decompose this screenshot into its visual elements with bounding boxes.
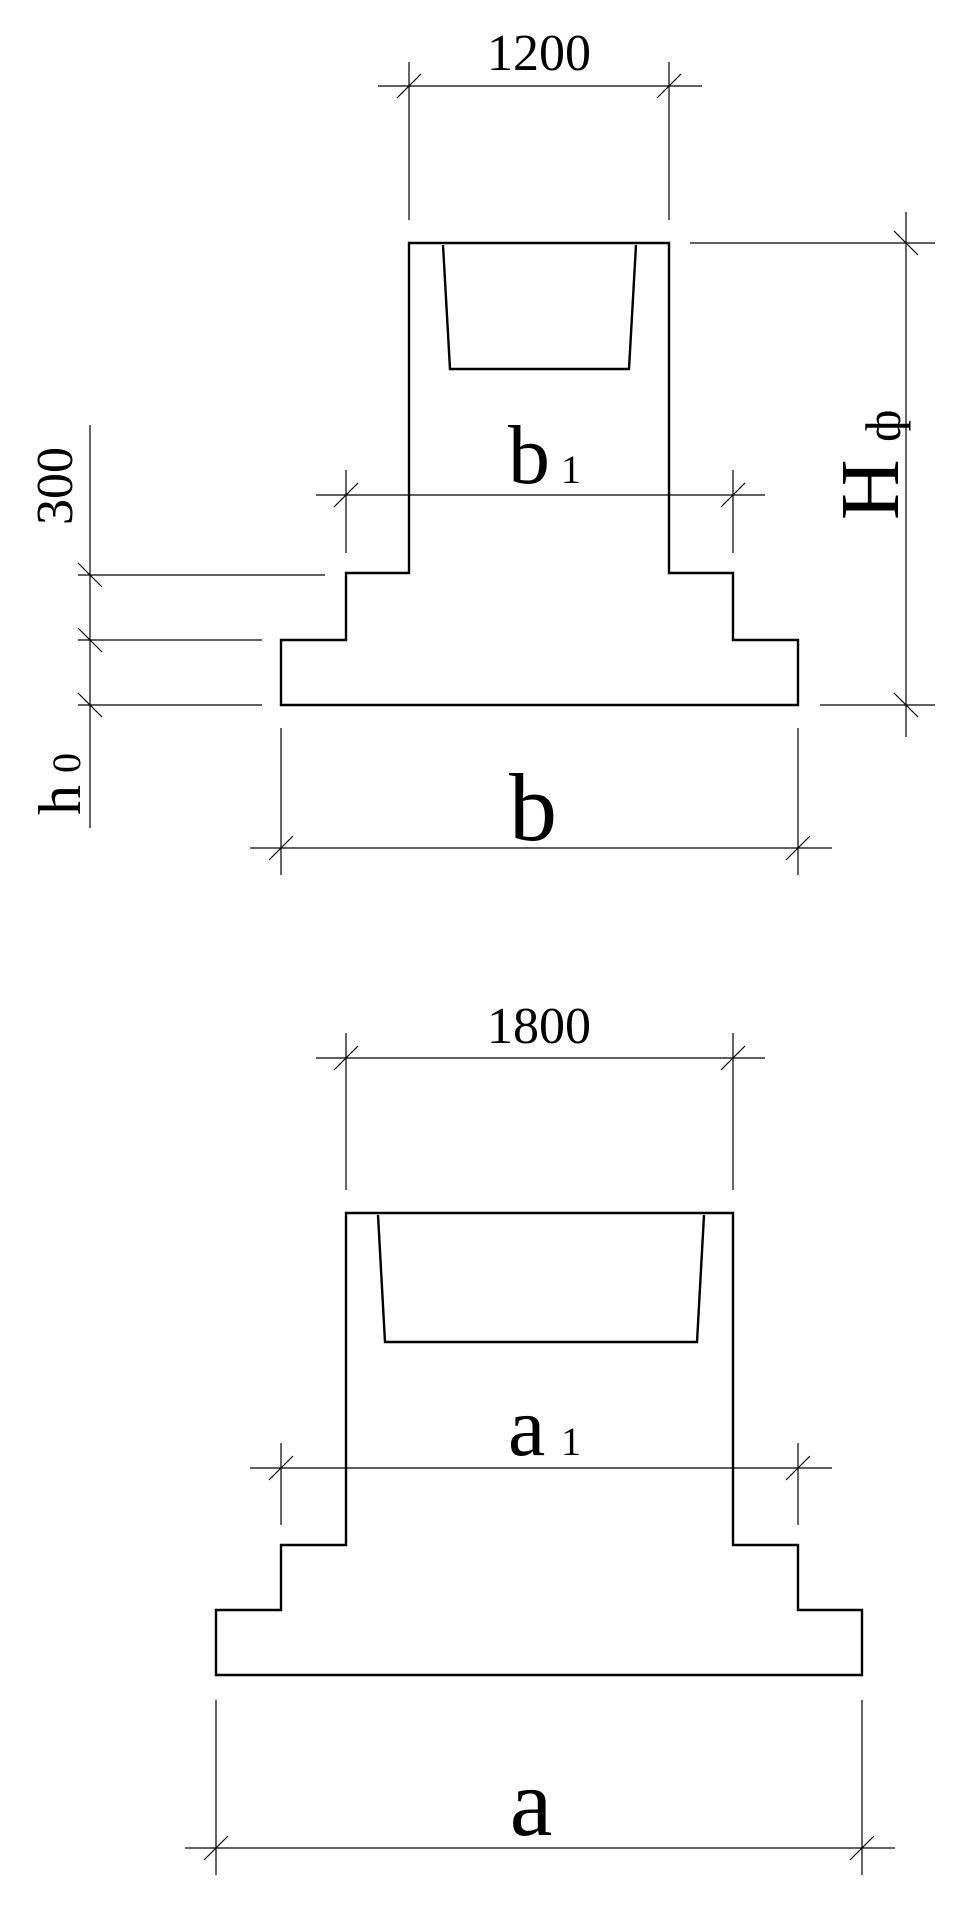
dim-h0-sub: 0 <box>44 753 89 773</box>
foundation-b-outline <box>279 241 800 707</box>
dim-b-tick-right <box>785 835 811 861</box>
dim-a-tick-right <box>849 1835 875 1861</box>
socket-a <box>376 1214 706 1344</box>
dim-a1-sub: 1 <box>561 1419 581 1464</box>
dim-b1-label: b <box>508 409 550 502</box>
dim-1200-tick-right <box>656 73 682 99</box>
socket-b <box>441 244 638 371</box>
dim-b-label: b <box>509 754 557 861</box>
dim-1800-tick-left <box>333 1045 359 1071</box>
section-a: 1800 a 1 a <box>185 998 895 1875</box>
dim-1200-label: 1200 <box>487 25 591 82</box>
foundation-a-outline <box>214 1211 864 1677</box>
dim-H-sub: ф <box>855 410 911 442</box>
dim-a-label: a <box>510 1749 553 1856</box>
dim-H-tick-top <box>893 230 919 256</box>
dim-left-tick-bot <box>77 692 103 718</box>
dim-left-tick-mid <box>77 627 103 653</box>
dim-a1-tick-left <box>268 1455 294 1481</box>
dim-a-tick-left <box>203 1835 229 1861</box>
dim-1200-tick-left <box>396 73 422 99</box>
dim-a1-tick-right <box>785 1455 811 1481</box>
dim-b1-tick-right <box>720 482 746 508</box>
dim-b1-tick-left <box>333 482 359 508</box>
dim-300-label: 300 <box>27 447 84 525</box>
dim-h0-label-group: h 0 <box>27 753 93 815</box>
dim-b1-sub: 1 <box>561 447 581 492</box>
dim-H-tick-bot <box>893 692 919 718</box>
dim-a1-label: a <box>508 1381 545 1474</box>
dim-left-tick-top <box>77 562 103 588</box>
dim-1800-tick-right <box>720 1045 746 1071</box>
dim-H-label: H <box>824 459 917 520</box>
dim-1800-label: 1800 <box>487 998 591 1055</box>
section-b: 1200 b 1 300 h 0 b <box>27 25 935 875</box>
dim-h0-label: h <box>27 785 93 815</box>
dim-b-tick-left <box>268 835 294 861</box>
dim-H-label-group: H ф <box>824 410 917 520</box>
